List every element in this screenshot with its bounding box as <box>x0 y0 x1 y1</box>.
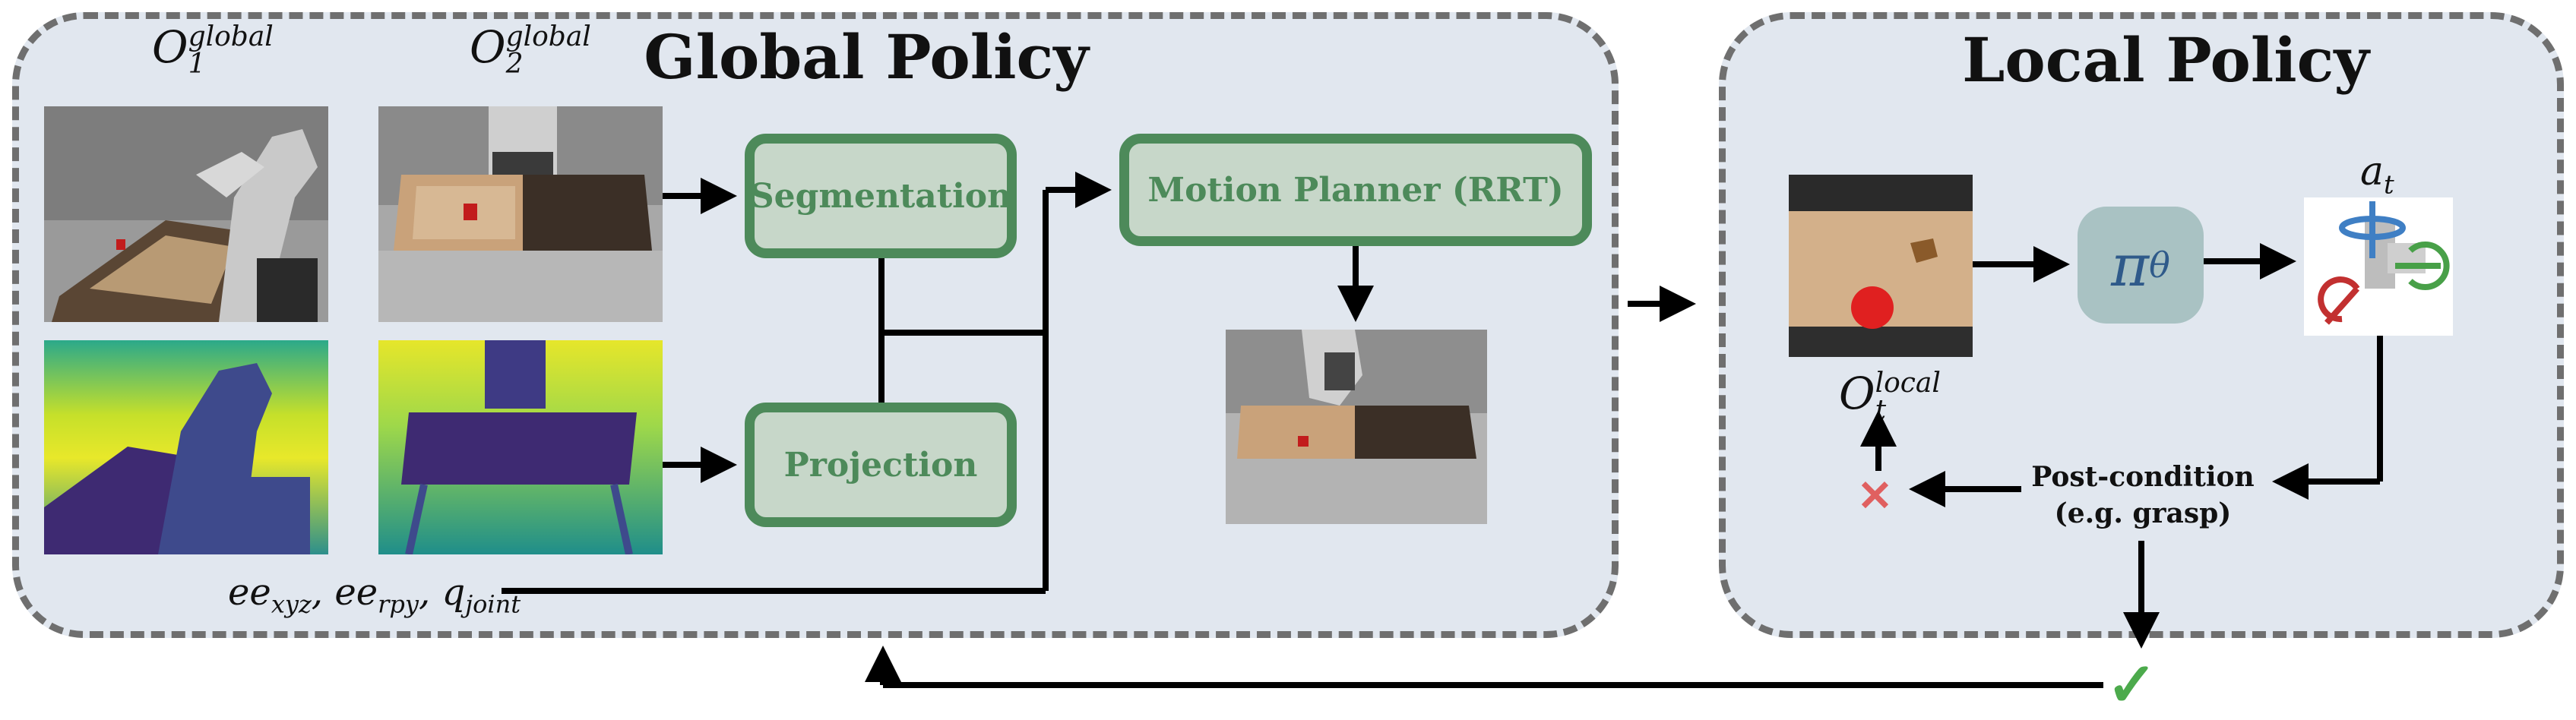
local-observation-image <box>1789 175 1973 357</box>
motion-planner-node: Motion Planner (RRT) <box>1119 134 1592 246</box>
failure-icon: ✕ <box>1857 471 1893 521</box>
action-label: at <box>2360 149 2394 201</box>
success-icon: ✓ <box>2106 649 2158 720</box>
motion-plan-result-image <box>1226 330 1487 524</box>
segmentation-node: Segmentation <box>745 134 1017 258</box>
postcondition-label: Post-condition (e.g. grasp) <box>2031 461 2255 529</box>
global-policy-title: Global Policy <box>644 21 1089 93</box>
action-gripper-image <box>2304 197 2453 336</box>
rgb-image-camera-1 <box>44 106 328 322</box>
projection-node: Projection <box>745 403 1017 527</box>
depth-image-camera-1 <box>44 340 328 554</box>
proprioception-label: eexyz, eerpy, qjoint <box>228 571 521 619</box>
depth-image-camera-2 <box>378 340 663 554</box>
rgb-image-camera-2 <box>378 106 663 322</box>
local-policy-title: Local Policy <box>1962 24 2369 96</box>
